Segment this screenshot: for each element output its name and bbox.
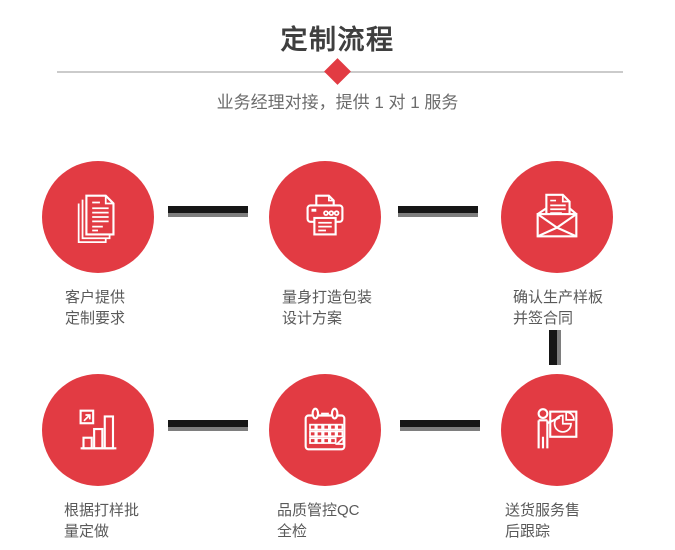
page-title: 定制流程 — [280, 25, 395, 55]
step-label: 品质管控QC 全检 — [277, 500, 360, 542]
connector-horizontal-3 — [168, 420, 248, 431]
step-label-line1: 送货服务售 — [505, 502, 581, 519]
step-item-2: 量身打造包装 设计方案 — [245, 161, 405, 336]
page-subtitle: 业务经理对接，提供 1 对 1 服务 — [216, 93, 459, 112]
connector-horizontal-4 — [400, 420, 480, 431]
step-item-6: 送货服务售 后跟踪 — [477, 374, 637, 549]
documents-icon — [77, 194, 115, 244]
step-label: 根据打样批 量定做 — [64, 500, 139, 542]
step-label-line1: 量身打造包装 — [282, 289, 373, 306]
step-label: 确认生产样板 并签合同 — [513, 287, 603, 329]
step-label: 送货服务售 后跟踪 — [505, 500, 580, 542]
step-label-line1: 品质管控QC — [277, 502, 360, 519]
connector-vertical — [549, 330, 561, 365]
step-circle — [42, 161, 154, 273]
presentation-icon — [537, 408, 578, 449]
connector-horizontal-2 — [398, 206, 478, 217]
step-label: 量身打造包装 设计方案 — [282, 287, 372, 329]
connector-horizontal-1 — [168, 206, 248, 217]
step-circle — [269, 374, 381, 486]
step-label-line1: 确认生产样板 — [513, 289, 604, 306]
step-label-line2: 定制要求 — [65, 310, 126, 327]
step-label: 客户提供 定制要求 — [65, 287, 125, 329]
step-label-line2: 设计方案 — [282, 310, 343, 327]
step-circle — [501, 374, 613, 486]
printer-icon — [306, 194, 344, 236]
step-label-line2: 全检 — [277, 523, 308, 540]
step-label-line2: 并签合同 — [513, 310, 574, 327]
step-circle — [42, 374, 154, 486]
bar-chart-icon — [79, 409, 117, 450]
envelope-icon — [536, 193, 578, 238]
step-item-4: 根据打样批 量定做 — [18, 374, 178, 549]
diamond-icon — [324, 58, 351, 85]
step-label-line2: 后跟踪 — [505, 523, 551, 540]
step-item-5: 品质管控QC 全检 — [245, 374, 405, 549]
step-label-line1: 客户提供 — [65, 289, 126, 306]
step-circle — [501, 161, 613, 273]
step-label-line1: 根据打样批 — [64, 502, 140, 519]
step-item-3: 确认生产样板 并签合同 — [477, 161, 637, 336]
calendar-icon — [304, 407, 346, 451]
step-item-1: 客户提供 定制要求 — [18, 161, 178, 336]
step-circle — [269, 161, 381, 273]
step-label-line2: 量定做 — [64, 523, 110, 540]
